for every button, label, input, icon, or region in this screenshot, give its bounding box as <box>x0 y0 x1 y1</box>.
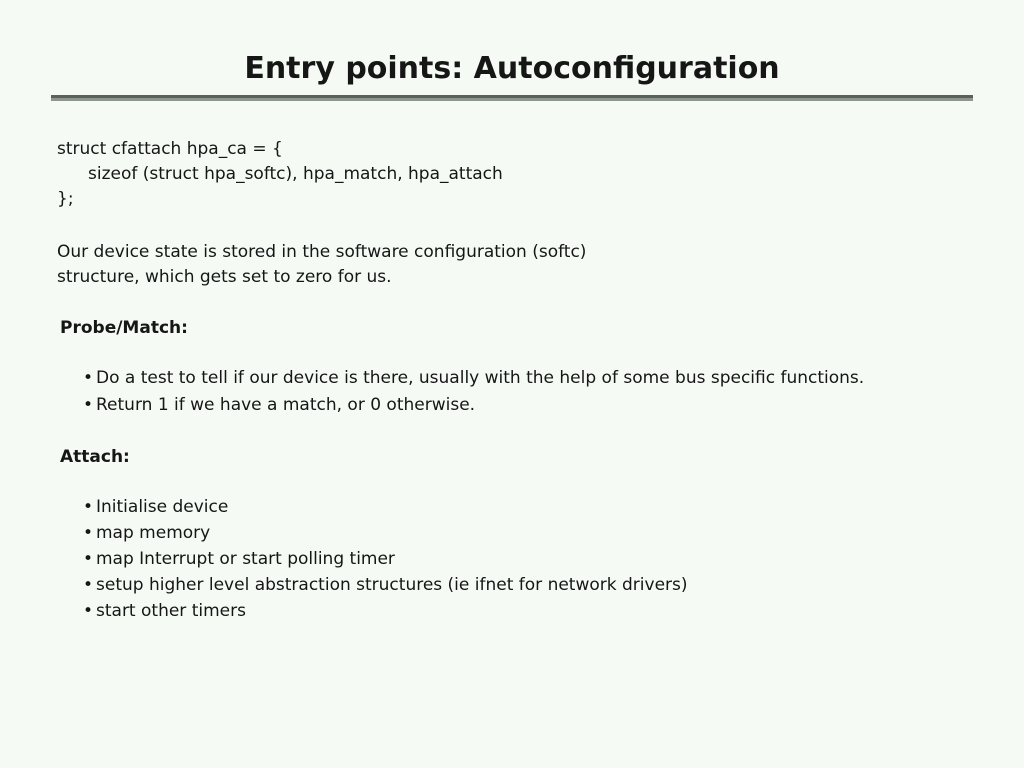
bullet-item: start other timers <box>83 598 984 624</box>
bullet-item: Return 1 if we have a match, or 0 otherw… <box>83 392 984 419</box>
section-heading-probe-match: Probe/Match: <box>60 318 188 338</box>
code-line: }; <box>57 189 74 209</box>
section-heading-attach: Attach: <box>60 447 130 467</box>
code-line: sizeof (struct hpa_softc), hpa_match, hp… <box>88 164 503 184</box>
slide-title: Entry points: Autoconfiguration <box>244 51 780 86</box>
probe-match-bullet-list: Do a test to tell if our device is there… <box>57 365 984 419</box>
code-line: struct cfattach hpa_ca = { <box>57 139 283 159</box>
code-block: struct cfattach hpa_ca = { sizeof (struc… <box>57 137 984 212</box>
intro-line: structure, which gets set to zero for us… <box>57 267 392 287</box>
attach-bullet-list: Initialise device map memory map Interru… <box>57 494 984 624</box>
title-rule <box>51 95 973 101</box>
bullet-item: Do a test to tell if our device is there… <box>83 365 984 392</box>
bullet-item: map Interrupt or start polling timer <box>83 546 984 572</box>
slide-content: struct cfattach hpa_ca = { sizeof (struc… <box>0 137 1024 624</box>
intro-paragraph: Our device state is stored in the softwa… <box>57 240 984 290</box>
intro-line: Our device state is stored in the softwa… <box>57 242 587 262</box>
bullet-item: setup higher level abstraction structure… <box>83 572 984 598</box>
bullet-item: map memory <box>83 520 984 546</box>
bullet-item: Initialise device <box>83 494 984 520</box>
